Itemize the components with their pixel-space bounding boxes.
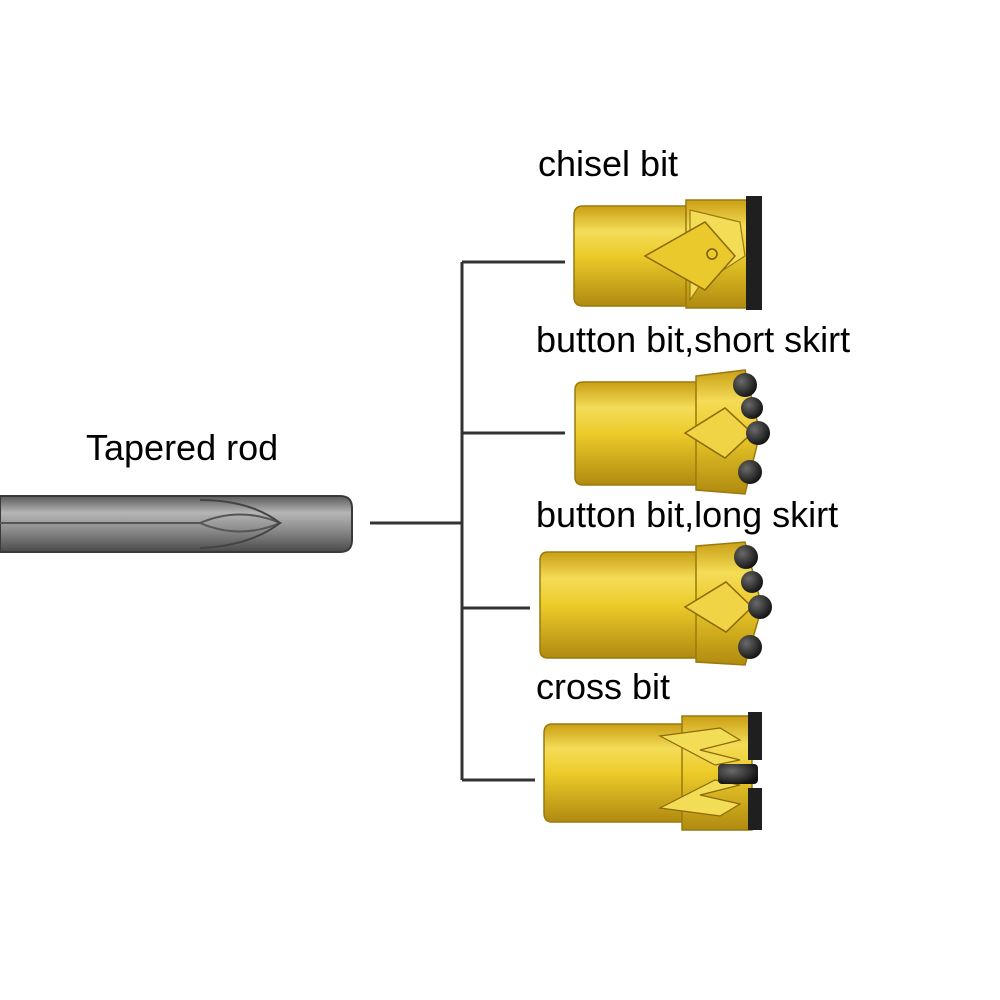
button-bit-long-skirt-label: button bit,long skirt [536,494,839,535]
button-bit-long-skirt-image [539,541,772,666]
tapered-rod [0,495,353,553]
cross-bit-label: cross bit [536,666,671,707]
chisel-bit-image [573,196,762,310]
button-bit-short-skirt-label: button bit,short skirt [536,319,851,360]
connector-lines [370,260,565,782]
chisel-bit-label: chisel bit [538,143,679,184]
tapered-rod-label: Tapered rod [86,427,279,468]
cross-bit-image [543,712,762,831]
button-bit-short-skirt-image [574,369,770,495]
